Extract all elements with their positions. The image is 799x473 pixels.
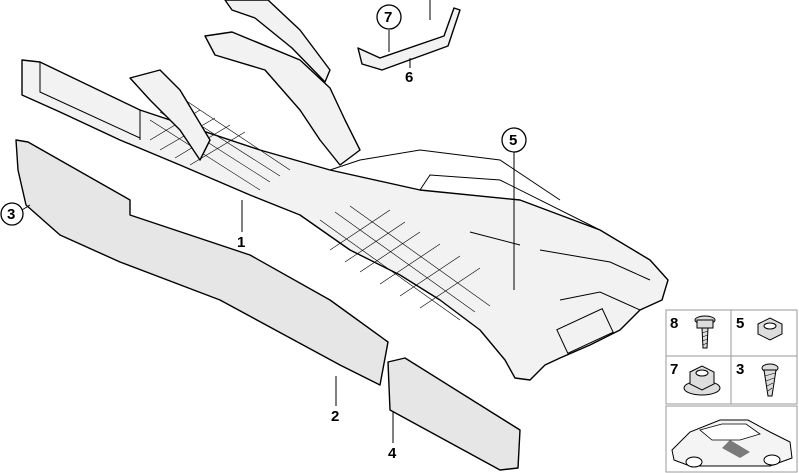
callout-4: 4	[388, 445, 397, 462]
callout-2: 2	[331, 408, 339, 425]
flange-nut-icon	[683, 365, 721, 396]
grid-cell-5[interactable]: 5	[736, 315, 783, 341]
grid-label-8: 8	[670, 315, 678, 332]
callout-5-circle: 5	[501, 127, 527, 153]
air-duct[interactable]	[129, 0, 361, 166]
leader-lines	[21, 30, 515, 443]
bracket[interactable]	[357, 0, 461, 71]
callout-7-circle: 7	[376, 4, 402, 30]
callout-1: 1	[237, 234, 245, 251]
side-trim-cover[interactable]	[15, 139, 389, 386]
grid-cell-7[interactable]: 7	[670, 361, 721, 396]
screw-icon	[761, 363, 779, 397]
grid-cell-8[interactable]: 8	[670, 315, 716, 349]
hex-nut-icon	[757, 317, 783, 341]
grid-label-7: 7	[670, 361, 678, 378]
grid-cell-3[interactable]: 3	[736, 361, 779, 397]
vehicle-thumbnail	[665, 405, 798, 473]
callout-3-circle: 3	[0, 202, 24, 226]
callout-5: 5	[509, 132, 517, 149]
console-pad[interactable]	[387, 357, 521, 471]
fastener-grid: 8 5 7 3	[665, 309, 798, 405]
grid-label-5: 5	[736, 315, 744, 332]
callout-7: 7	[384, 9, 392, 26]
torx-bolt-icon	[694, 315, 716, 349]
grid-label-3: 3	[736, 361, 744, 378]
car-icon	[671, 419, 793, 468]
callout-3: 3	[7, 206, 15, 223]
callout-6: 6	[405, 69, 413, 86]
